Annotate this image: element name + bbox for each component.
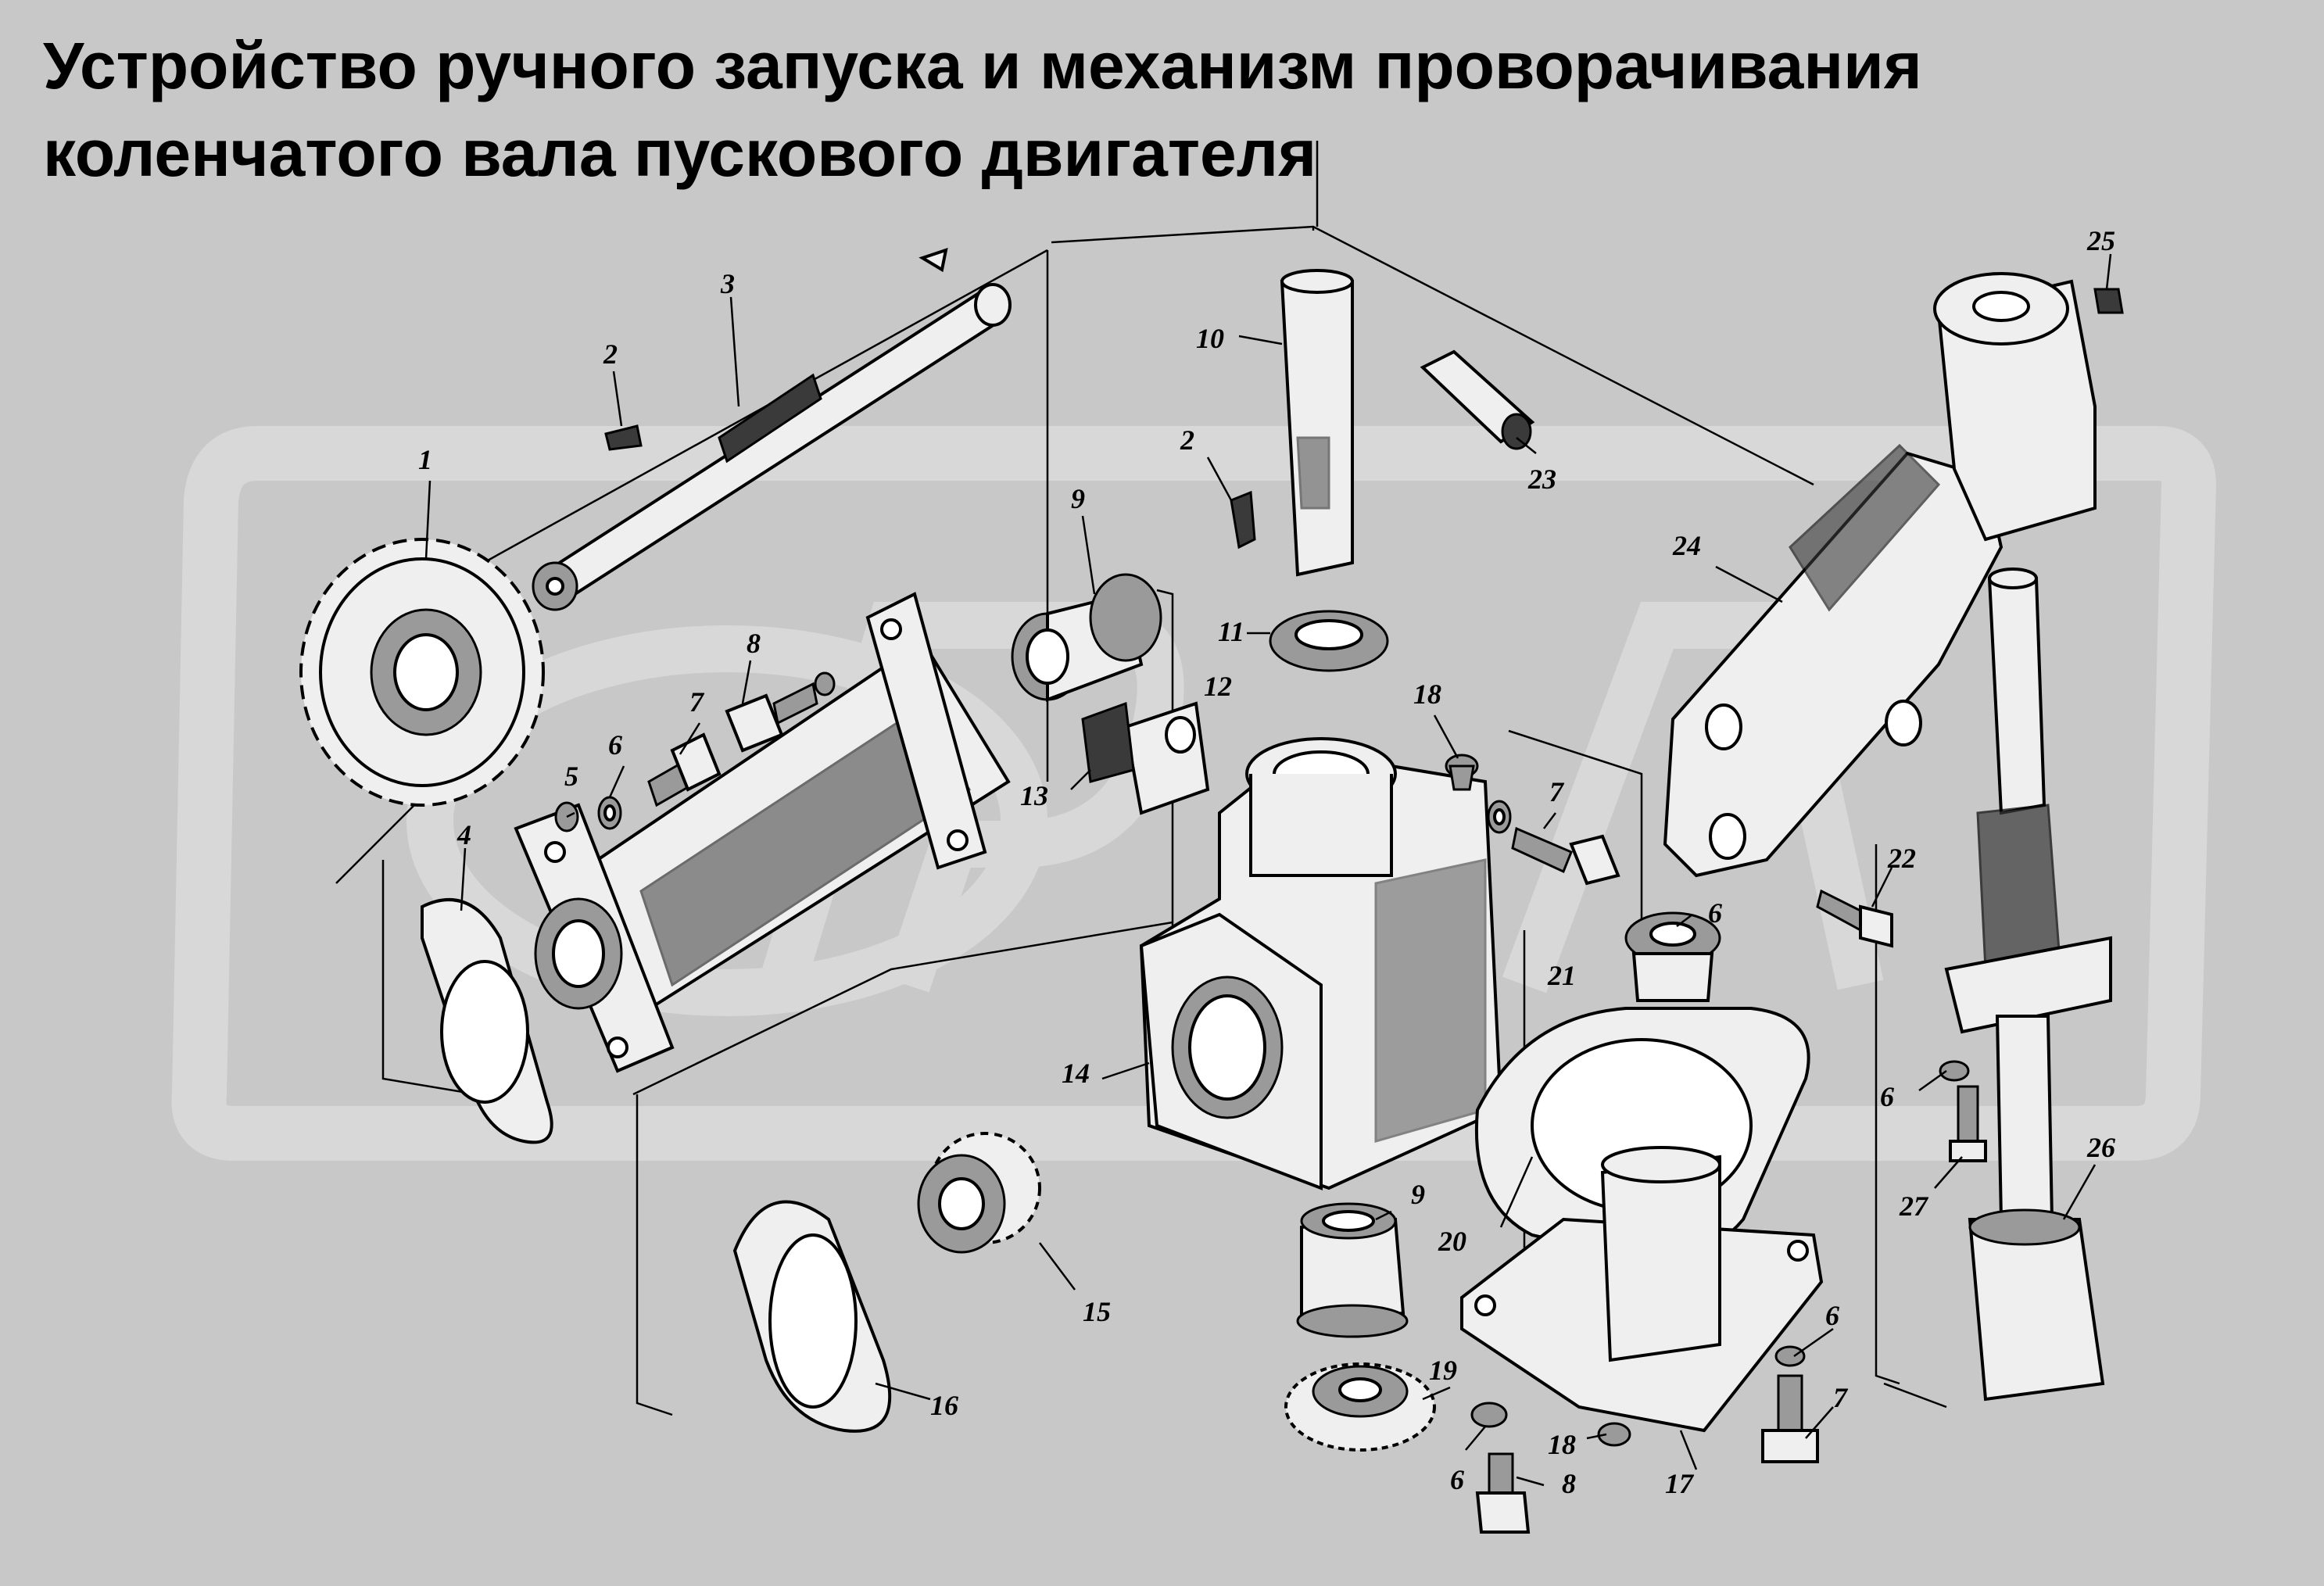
callout-8: 8 <box>747 628 761 659</box>
plate <box>1123 701 1210 815</box>
callout-6c: 6 <box>1450 1464 1464 1495</box>
callout-5: 5 <box>564 761 578 792</box>
callout-6d: 6 <box>1825 1300 1839 1331</box>
callout-8b: 8 <box>1562 1468 1576 1499</box>
callout-7b: 7 <box>1549 776 1565 807</box>
callout-9b: 9 <box>1411 1179 1425 1210</box>
callout-3: 3 <box>720 268 735 299</box>
bolt-rod <box>1949 1085 1987 1162</box>
callout-6b: 6 <box>1708 897 1722 929</box>
lever <box>1663 272 2097 878</box>
callout-2: 2 <box>603 338 618 370</box>
pin-short <box>1420 349 1535 450</box>
key-center <box>1230 490 1256 550</box>
bolt-flange <box>1761 1374 1819 1463</box>
housing <box>1139 737 1503 1190</box>
plug <box>1445 754 1479 791</box>
callout-25: 25 <box>2086 225 2115 256</box>
callout-15: 15 <box>1083 1296 1111 1327</box>
callout-27: 27 <box>1899 1190 1929 1222</box>
callout-13: 13 <box>1020 780 1048 811</box>
callout-23: 23 <box>1527 464 1556 495</box>
callout-9: 9 <box>1071 483 1085 514</box>
callout-1: 1 <box>418 444 432 475</box>
callout-12: 12 <box>1204 671 1232 702</box>
pin <box>1280 269 1354 577</box>
callout-6: 6 <box>608 729 622 761</box>
callout-6e: 6 <box>1880 1081 1894 1112</box>
callout-18: 18 <box>1413 678 1441 710</box>
bolt-lever <box>1816 889 1893 948</box>
washer-flange <box>1774 1345 1806 1367</box>
lock-plate <box>1081 701 1135 783</box>
callout-7: 7 <box>689 686 705 718</box>
title-line-1: Устройство ручного запуска и механизм пр… <box>43 29 1922 102</box>
bushing-lower <box>1296 1202 1409 1338</box>
washer-lower <box>1470 1402 1508 1428</box>
gasket-bottom <box>732 1200 892 1433</box>
nipple <box>2093 288 2124 314</box>
callout-4: 4 <box>457 819 471 850</box>
callout-7c: 7 <box>1833 1382 1849 1413</box>
plug-lower <box>1597 1422 1631 1447</box>
bolt-upper <box>725 671 836 753</box>
washer-center <box>1487 800 1512 834</box>
rod <box>1944 567 2112 1402</box>
callout-21: 21 <box>1547 960 1576 991</box>
bevel-gear <box>917 1132 1041 1254</box>
callout-26: 26 <box>2086 1132 2115 1163</box>
callout-24: 24 <box>1672 530 1701 561</box>
tube <box>514 592 1011 1073</box>
callout-10: 10 <box>1196 323 1224 354</box>
bushing-small <box>1624 911 1721 1002</box>
callout-20: 20 <box>1438 1226 1466 1257</box>
callout-16: 16 <box>930 1390 958 1421</box>
title-line-2: коленчатого вала пускового двигателя <box>43 116 1317 190</box>
bushing-upper <box>1011 573 1162 702</box>
bolt-lower <box>1475 1452 1531 1534</box>
callout-19: 19 <box>1429 1355 1457 1386</box>
washer-rod <box>1939 1060 1970 1082</box>
callout-14: 14 <box>1062 1058 1090 1089</box>
callout-22: 22 <box>1887 843 1916 874</box>
shaft <box>532 248 1012 611</box>
callout-leaders <box>424 253 2112 1487</box>
key <box>604 424 643 451</box>
callout-11: 11 <box>1218 616 1244 647</box>
callout-17: 17 <box>1665 1468 1695 1499</box>
gear <box>299 538 545 807</box>
ring <box>1269 610 1389 672</box>
diagram-title: Устройство ручного запуска и механизм пр… <box>43 22 2294 197</box>
callout-18b: 18 <box>1548 1429 1576 1460</box>
callout-2b: 2 <box>1180 424 1194 456</box>
bolt-center <box>1511 826 1620 886</box>
flange <box>1460 1146 1824 1433</box>
bevel-gear-lower <box>1284 1362 1436 1452</box>
callout-labels: 1 2 3 4 5 6 7 8 9 10 2 11 12 13 14 15 16… <box>418 225 2115 1499</box>
washer-small <box>597 796 622 830</box>
gasket-left <box>421 898 553 1144</box>
